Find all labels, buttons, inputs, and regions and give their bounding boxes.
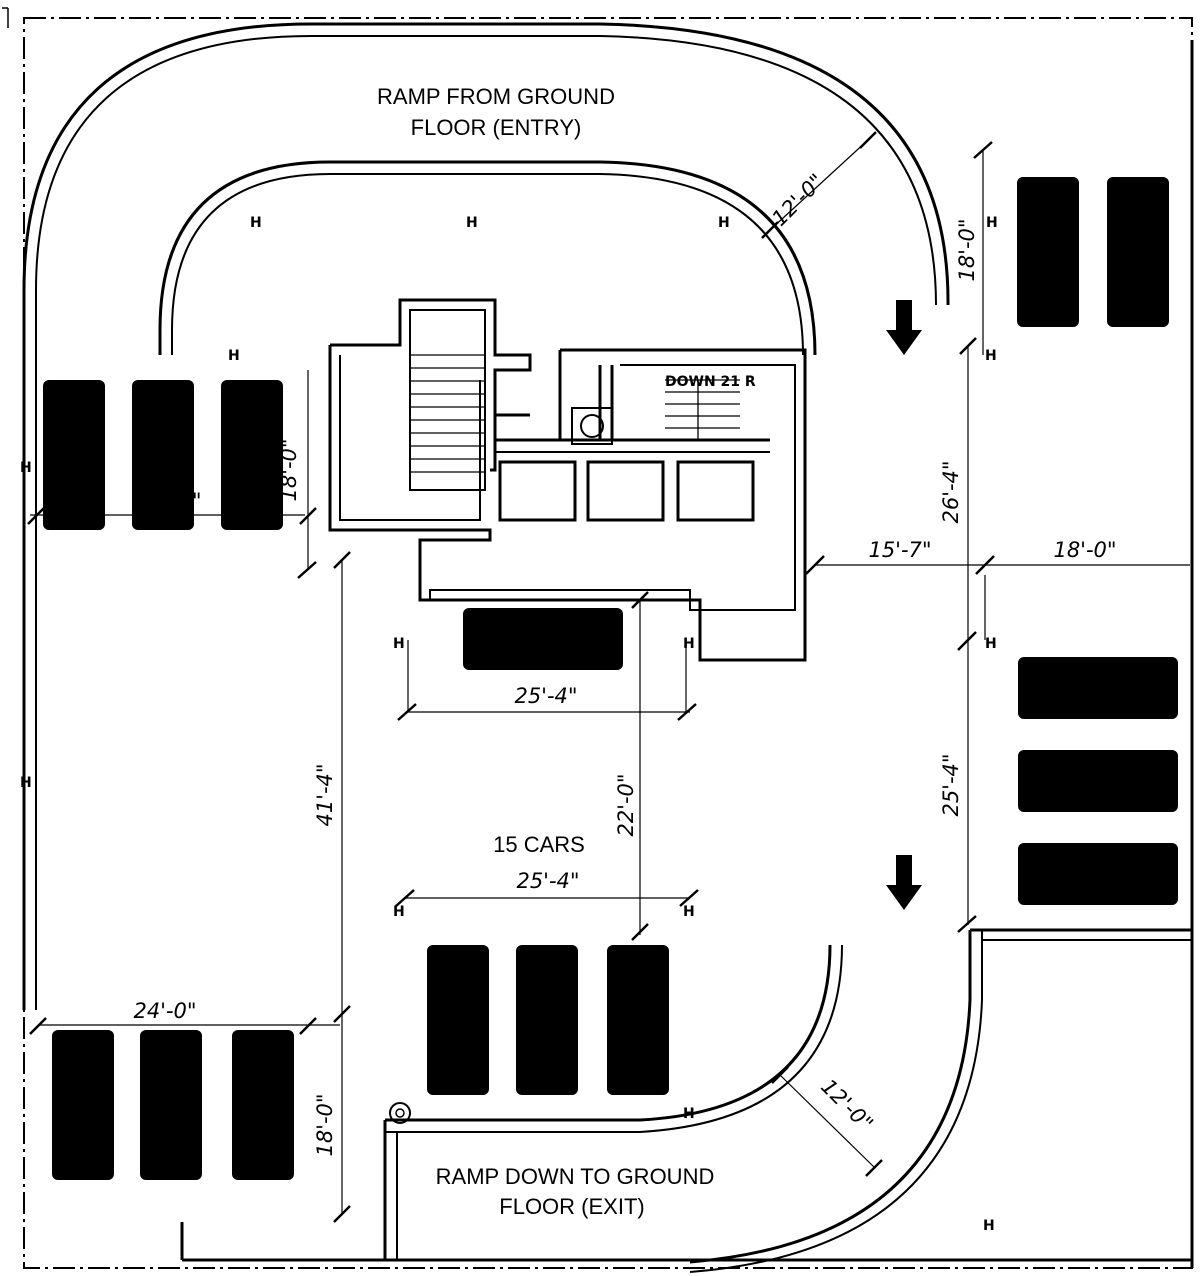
dim-row-width-bottom-left: 24'-0" <box>133 999 196 1023</box>
dim-bay-depth-bottom-left: 18'-0" <box>313 1093 337 1156</box>
dim-bay-depth-top-right: 18'-0" <box>955 218 979 281</box>
car <box>232 1030 294 1180</box>
ramp-exit-label-line1: RAMP DOWN TO GROUND <box>436 1164 715 1189</box>
column-mark: H <box>985 348 997 364</box>
column-mark: H <box>20 460 32 476</box>
dim-bay-depth-top-left: 18'-0" <box>277 438 301 501</box>
car-count-label: 15 CARS <box>493 832 585 857</box>
car <box>140 1030 202 1180</box>
ramp-exit-label-line2: FLOOR (EXIT) <box>499 1194 644 1219</box>
plan-labels: RAMP FROM GROUND FLOOR (ENTRY) RAMP DOWN… <box>377 84 714 1219</box>
dim-right-row-vertical: 25'-4" <box>939 753 963 816</box>
dim-ramp-width-top: 12'-0" <box>767 169 829 231</box>
column-mark: H <box>20 775 32 791</box>
car <box>221 380 283 530</box>
car <box>1018 750 1178 812</box>
car <box>52 1030 114 1180</box>
column-mark: H <box>985 636 997 652</box>
dim-right-bay-width: 18'-0" <box>1053 538 1116 562</box>
dimension-labels: 12'-0" 18'-0" 18'-0" 24'-0" 26'-4" 15'-7… <box>133 169 1116 1156</box>
car <box>1018 843 1178 905</box>
ramp-entry-label-line2: FLOOR (ENTRY) <box>411 115 582 140</box>
car <box>463 608 623 670</box>
stair-note: DOWN 21 R <box>665 374 756 390</box>
car <box>1107 177 1169 327</box>
car-row-right <box>1018 657 1178 905</box>
column-mark: H <box>393 636 405 652</box>
dim-aisle-width: 22'-0" <box>614 773 638 836</box>
dimension-lines <box>27 131 1190 1223</box>
dim-core-right-horizontal: 15'-7" <box>868 538 931 562</box>
dim-left-aisle: 41'-4" <box>313 763 337 826</box>
column-mark: H <box>683 1106 695 1122</box>
dim-center-bay-width-lower: 25'-4" <box>516 869 579 893</box>
column-marks: H H H H H H H H H H H H H H H <box>20 215 998 1234</box>
car-row-bottom-left <box>52 1030 294 1180</box>
dim-center-bay-width: 25'-4" <box>514 684 577 708</box>
car <box>1017 177 1079 327</box>
column-mark: H <box>393 904 405 920</box>
car <box>516 945 578 1095</box>
car <box>1018 657 1178 719</box>
car-row-top-right <box>1017 177 1169 327</box>
exit-ramp <box>383 928 1192 1273</box>
car <box>43 380 105 530</box>
column-mark: H <box>718 215 730 231</box>
column-mark: H <box>683 904 695 920</box>
column-mark: H <box>683 636 695 652</box>
car-center <box>463 608 623 670</box>
dim-ramp-width-bottom: 12'-0" <box>816 1074 878 1136</box>
dim-row-width-top-left: 24'-0" <box>138 489 201 513</box>
ramp-entry-label-line1: RAMP FROM GROUND <box>377 84 615 109</box>
building-core: DOWN 21 R <box>328 298 807 662</box>
dim-bay-depth-bottom-center: 18'-0" <box>613 1008 637 1071</box>
column-mark: H <box>250 215 262 231</box>
column-mark: H <box>228 348 240 364</box>
dim-core-right-vertical: 26'-4" <box>939 460 963 523</box>
column-mark: H <box>986 215 998 231</box>
column-mark: H <box>466 215 478 231</box>
entry-ramp <box>22 22 950 1010</box>
car <box>427 945 489 1095</box>
direction-arrows <box>886 300 922 910</box>
column-mark: H <box>983 1218 995 1234</box>
